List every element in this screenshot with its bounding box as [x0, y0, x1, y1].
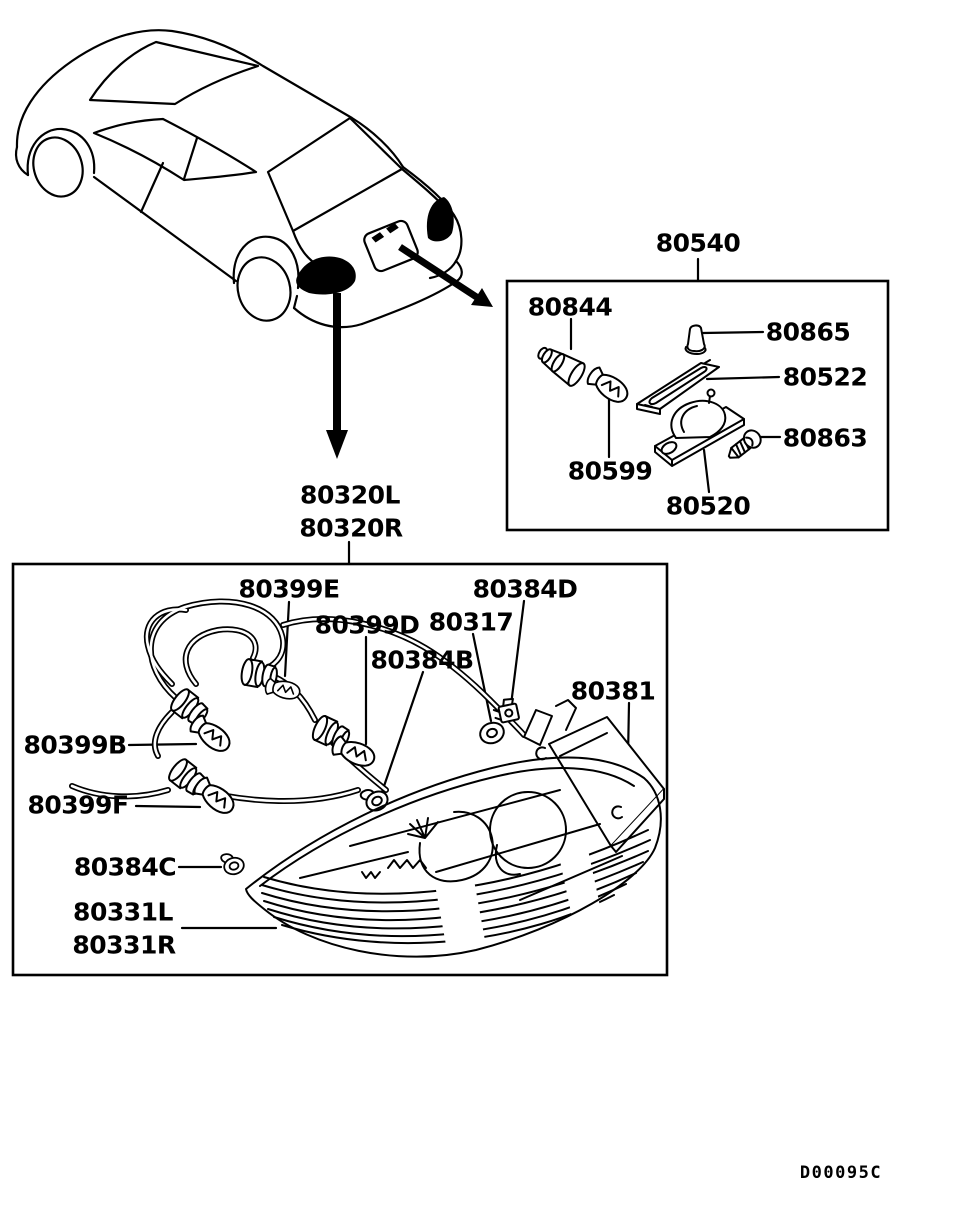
- rear-lamp-box-frame: [11, 562, 669, 977]
- arrow-to-rear-lamp-box: [333, 293, 341, 433]
- rear-lamp-parts: [69, 598, 665, 958]
- part-label-80399F: 80399F: [27, 790, 129, 820]
- left-tail-lamp-mark: [296, 256, 356, 295]
- part-label-80863: 80863: [782, 423, 868, 453]
- part-label-80317: 80317: [428, 607, 514, 637]
- part-label-80320L: 80320L: [300, 480, 400, 510]
- part-label-80522: 80522: [782, 362, 868, 392]
- part-label-80331R: 80331R: [72, 930, 176, 960]
- part-label-80599: 80599: [567, 456, 653, 486]
- part-label-80381: 80381: [570, 676, 656, 706]
- tail-lamp-unit-art: [245, 699, 665, 958]
- part-label-80540: 80540: [655, 228, 741, 258]
- license-lamp-bulb-art: [586, 366, 629, 403]
- license-lamp-parts: [537, 324, 762, 467]
- pointer-arrows: [326, 244, 493, 459]
- arrow-to-license-lamp-box: [398, 244, 480, 301]
- part-label-80865: 80865: [765, 317, 851, 347]
- part-label-80399D: 80399D: [314, 610, 420, 640]
- grommets-art: [220, 697, 520, 876]
- part-label-80844: 80844: [527, 292, 613, 322]
- leader-lines: [127, 257, 782, 930]
- right-tail-lamp-mark: [426, 197, 454, 242]
- part-label-80384B: 80384B: [370, 645, 474, 675]
- part-label-80520: 80520: [665, 491, 751, 521]
- license-lamp-screw-art: [727, 429, 762, 459]
- wedge-bulbs-art: [189, 677, 376, 814]
- drawing-code: D00095C: [799, 1163, 883, 1183]
- part-label-80384D: 80384D: [472, 574, 578, 604]
- part-label-80399B: 80399B: [23, 730, 127, 760]
- part-label-80399E: 80399E: [238, 574, 340, 604]
- license-lamp-housing-art: [654, 388, 745, 467]
- license-lamp-pad-art: [684, 324, 707, 355]
- part-label-80384C: 80384C: [73, 852, 177, 882]
- part-label-80320R: 80320R: [299, 513, 403, 543]
- part-label-80331L: 80331L: [73, 897, 173, 927]
- car-illustration: [14, 29, 463, 329]
- license-lamp-lens-art: [636, 359, 720, 415]
- license-lamp-socket-art: [537, 346, 586, 387]
